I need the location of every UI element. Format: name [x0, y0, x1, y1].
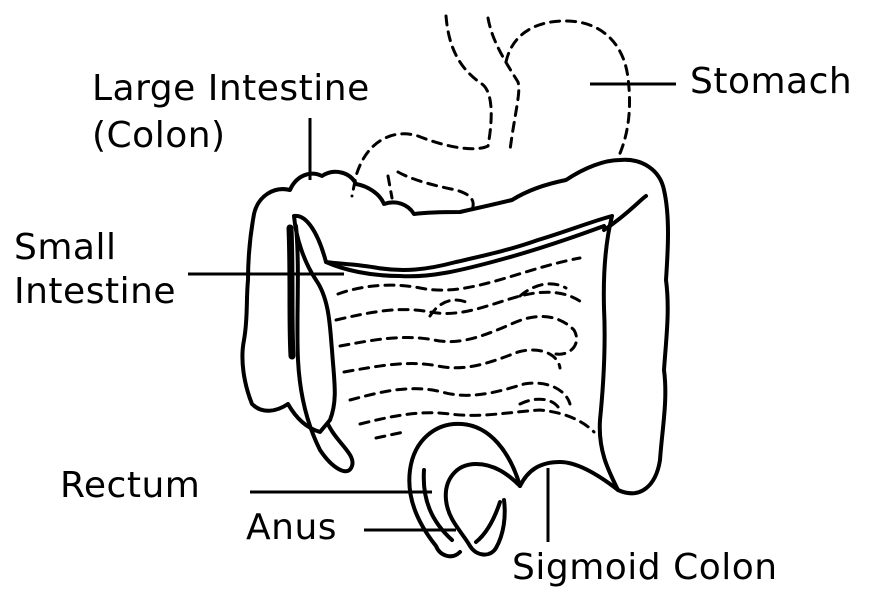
label-anus: Anus [246, 506, 337, 550]
label-sigmoid-colon: Sigmoid Colon [512, 546, 778, 590]
label-small-intestine-line1: Small [14, 226, 116, 270]
label-rectum: Rectum [60, 464, 200, 508]
label-stomach: Stomach [690, 60, 852, 104]
stomach-outline [352, 16, 630, 210]
label-large-intestine-line2: (Colon) [92, 114, 226, 158]
small-intestine-coils [336, 258, 594, 438]
large-intestine-outline [242, 160, 668, 493]
label-large-intestine-line1: Large Intestine [92, 67, 370, 111]
label-small-intestine-line2: Intestine [14, 270, 176, 314]
sigmoid-rectum-outline [409, 424, 618, 556]
